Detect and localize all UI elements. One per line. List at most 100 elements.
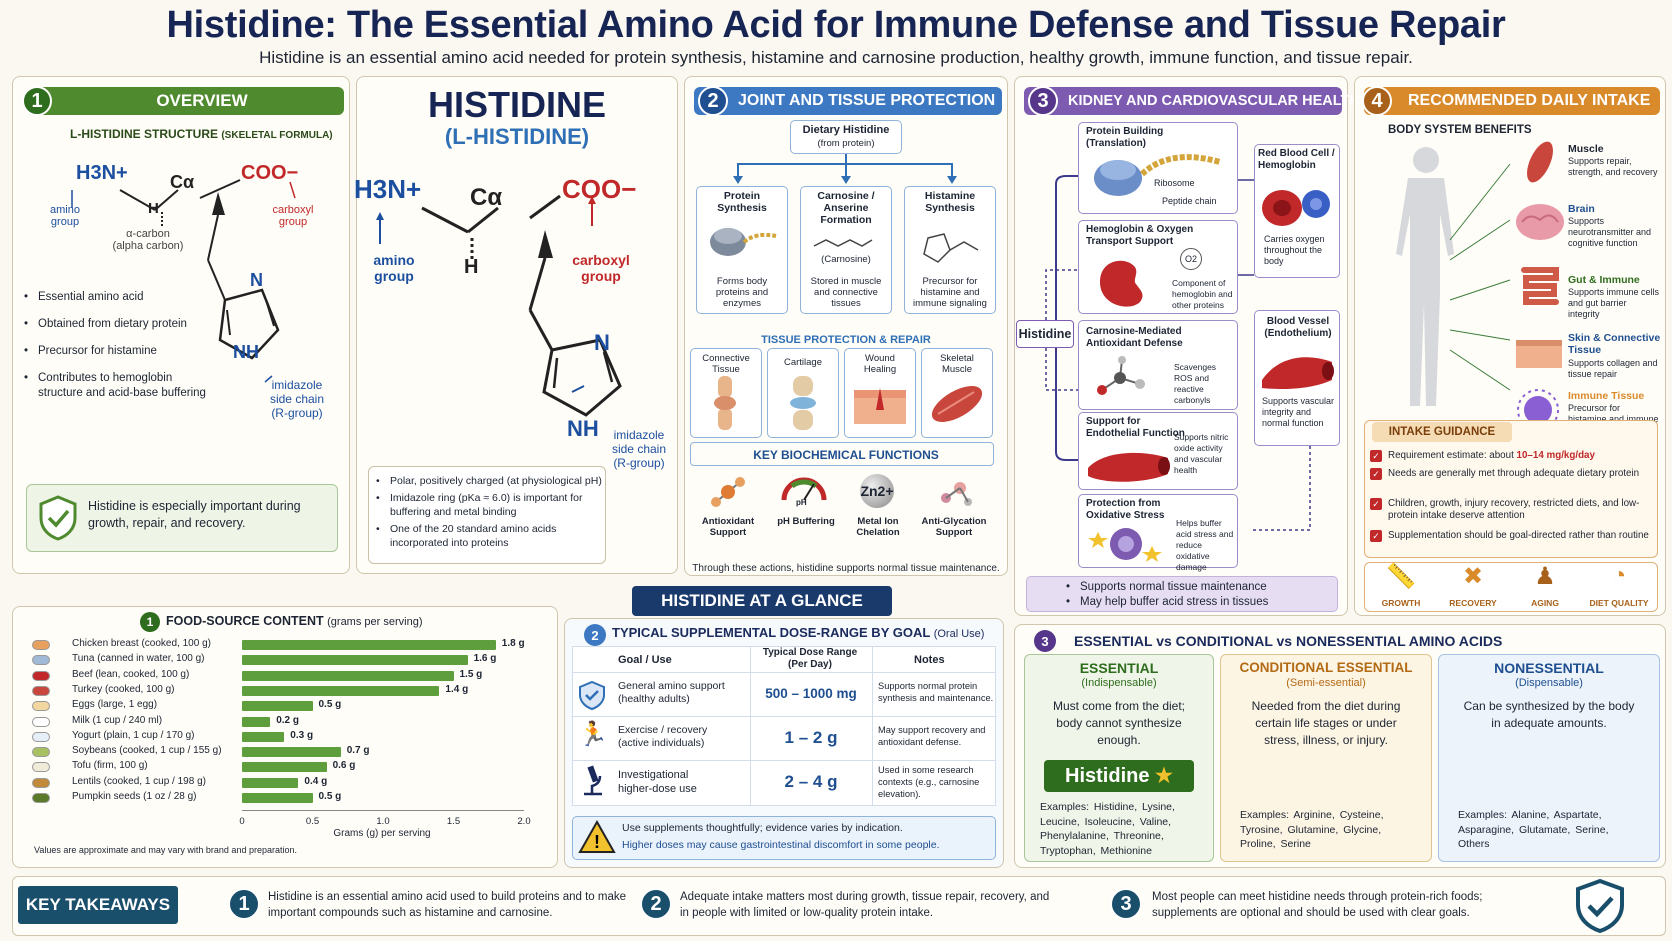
- intake-header: RECOMMENDED DAILY INTAKE: [1364, 87, 1660, 115]
- takeaways-bar: [12, 876, 1666, 936]
- carnosine-molecule-icon: [813, 239, 873, 247]
- bio-title: KEY BIOCHEMICAL FUNCTIONS: [753, 448, 939, 462]
- food-bar: [242, 716, 271, 727]
- shield-check-icon: [1576, 878, 1624, 934]
- big-note: Polar, positively charged (at physiologi…: [376, 474, 602, 489]
- bio-label: Antioxidant Support: [701, 516, 755, 538]
- muscle-organ-icon: [1527, 141, 1553, 183]
- big-note: One of the 20 standard amino acids incor…: [376, 522, 602, 551]
- dose-title: TYPICAL SUPPLEMENTAL DOSE-RANGE BY GOAL …: [612, 625, 985, 640]
- kidney-card-desc: Scavenges ROS and reactive carbonyls: [1174, 362, 1217, 405]
- organ-desc: Supports collagen and tissue repair: [1568, 358, 1658, 379]
- ph-gauge-icon: [781, 477, 827, 501]
- food-icon: [32, 670, 50, 681]
- class-examples: Examples: Histidine, Lysine, Leucine, Is…: [1040, 801, 1175, 857]
- alpha-carbon-label: α-carbon (alpha carbon): [112, 228, 184, 252]
- dose-note: Used in some research contexts (e.g., ca…: [878, 765, 980, 799]
- dose-col-divider: [872, 646, 873, 806]
- food-bar: [242, 762, 327, 773]
- overview-bullet: Obtained from dietary protein: [24, 317, 214, 332]
- food-title: FOOD-SOURCE CONTENT (grams per serving): [166, 614, 423, 628]
- food-x-axis: [242, 810, 524, 812]
- guidance-item: Supplementation should be goal-directed …: [1388, 530, 1649, 541]
- coo-label: COO−: [241, 162, 299, 184]
- tissue-card: Cartilage: [767, 348, 839, 438]
- tissue-label: Skeletal Muscle: [940, 353, 974, 375]
- big-notes: Polar, positively charged (at physiologi…: [376, 474, 602, 551]
- kidney-card-desc: Supports vascular integrity and normal f…: [1262, 396, 1335, 428]
- food-label: Beef (lean, cooked, 100 g): [72, 668, 190, 680]
- aging-icon: ♟: [1534, 563, 1556, 590]
- bio-label: Metal Ion Chelation: [856, 516, 900, 538]
- takeaway-number: 2: [640, 888, 672, 920]
- kidney-card-desc: Helps buffer acid stress and reduce oxid…: [1176, 518, 1234, 572]
- food-icon: [32, 716, 50, 727]
- kidney-header: KIDNEY AND CARDIOVASCULAR HEALTH: [1024, 87, 1360, 115]
- bio-label: pH Buffering: [777, 516, 835, 527]
- tissue-title: TISSUE PROTECTION & REPAIR: [761, 334, 931, 346]
- oxygen-molecule-icon: O2: [1180, 248, 1202, 270]
- guidance-box: [1364, 420, 1658, 558]
- warning-text: Higher doses may cause gastrointestinal …: [622, 839, 940, 851]
- class-desc: Can be synthesized by the body in adequa…: [1463, 699, 1635, 730]
- food-icon: [32, 701, 50, 712]
- guidance-label: INTAKE GUIDANCE: [1372, 422, 1512, 442]
- joint-number: 2: [698, 86, 728, 116]
- food-bar: [242, 747, 341, 758]
- histidine-badge: Histidine ★: [1044, 760, 1194, 792]
- food-icon: [32, 685, 50, 696]
- dose-value: 1 – 2 g: [784, 728, 838, 747]
- human-body-icon: [1396, 147, 1454, 406]
- growth-icon: 📏: [1386, 563, 1416, 590]
- organ-desc: Supports immune cells and gut barrier in…: [1568, 287, 1660, 319]
- svg-text:!: !: [594, 832, 600, 852]
- dose-note: Supports normal protein synthesis and ma…: [878, 681, 994, 703]
- dose-divider: [572, 672, 996, 673]
- life-stage-label: DIET QUALITY: [1589, 598, 1649, 608]
- kidney-card-carnosine: [1078, 320, 1238, 410]
- anti-glycation-icon: [941, 482, 972, 506]
- food-icon: [32, 793, 50, 803]
- blood-vessel-icon: [1088, 452, 1170, 482]
- antioxidant-molecule-icon: [1097, 356, 1145, 395]
- cartilage-icon: [790, 376, 816, 430]
- kidney-card-desc: Carries oxygen throughout the body: [1264, 234, 1325, 266]
- organ-title: Brain: [1568, 203, 1595, 215]
- food-x-tick: 1.0: [376, 816, 390, 828]
- food-value-label: 1.8 g: [501, 638, 525, 649]
- kidney-icon: [1100, 260, 1143, 307]
- dose-header: Notes: [914, 654, 945, 666]
- guidance-item: Children, growth, injury recovery, restr…: [1388, 498, 1640, 521]
- oxidative-stress-icon: [1088, 528, 1162, 562]
- kidney-foot-item: Supports normal tissue maintenance: [1066, 580, 1268, 595]
- class-sub: (Dispensable): [1515, 677, 1583, 689]
- dose-value: 500 – 1000 mg: [765, 686, 857, 701]
- check-icon: ✓: [1370, 530, 1382, 542]
- food-label: Milk (1 cup / 240 ml): [72, 714, 163, 726]
- food-value-label: 0.2 g: [276, 714, 299, 726]
- tissue-label: Connective Tissue: [702, 353, 750, 375]
- ribosome-label: Ribosome: [1154, 178, 1195, 188]
- tissue-label: Cartilage: [783, 357, 823, 368]
- food-x-tick: 2.0: [517, 816, 531, 828]
- classes-number: 3: [1034, 630, 1056, 652]
- antioxidant-molecule-icon: [711, 477, 745, 507]
- class-examples: Examples: Alanine, Aspartate, Asparagine…: [1458, 809, 1609, 850]
- zinc-label: Zn2+: [860, 483, 894, 499]
- glance-banner: HISTIDINE AT A GLANCE: [632, 586, 892, 616]
- dose-header: Typical Dose Range (Per Day): [762, 647, 858, 670]
- skin-layer-icon: [1516, 340, 1562, 368]
- overview-bullet: Precursor for histamine: [24, 344, 214, 359]
- big-amino-label: amino group: [373, 252, 415, 284]
- food-label: Lentils (cooked, 1 cup / 198 g): [72, 775, 206, 787]
- joint-knee-icon: [714, 376, 736, 430]
- organ-desc: Supports neurotransmitter and cognitive …: [1568, 216, 1652, 248]
- food-x-tick: 1.5: [446, 816, 461, 828]
- food-bar: [242, 640, 496, 650]
- kidney-foot: Supports normal tissue maintenance May h…: [1066, 580, 1268, 610]
- kidney-card-title: Protein Building (Translation): [1086, 126, 1164, 149]
- food-icon: [32, 762, 50, 773]
- kidney-card-title: Blood Vessel (Endothelium): [1264, 316, 1332, 339]
- dose-goal: General amino support(healthy adults): [618, 680, 725, 705]
- big-ring-nh-label: NH: [567, 416, 599, 441]
